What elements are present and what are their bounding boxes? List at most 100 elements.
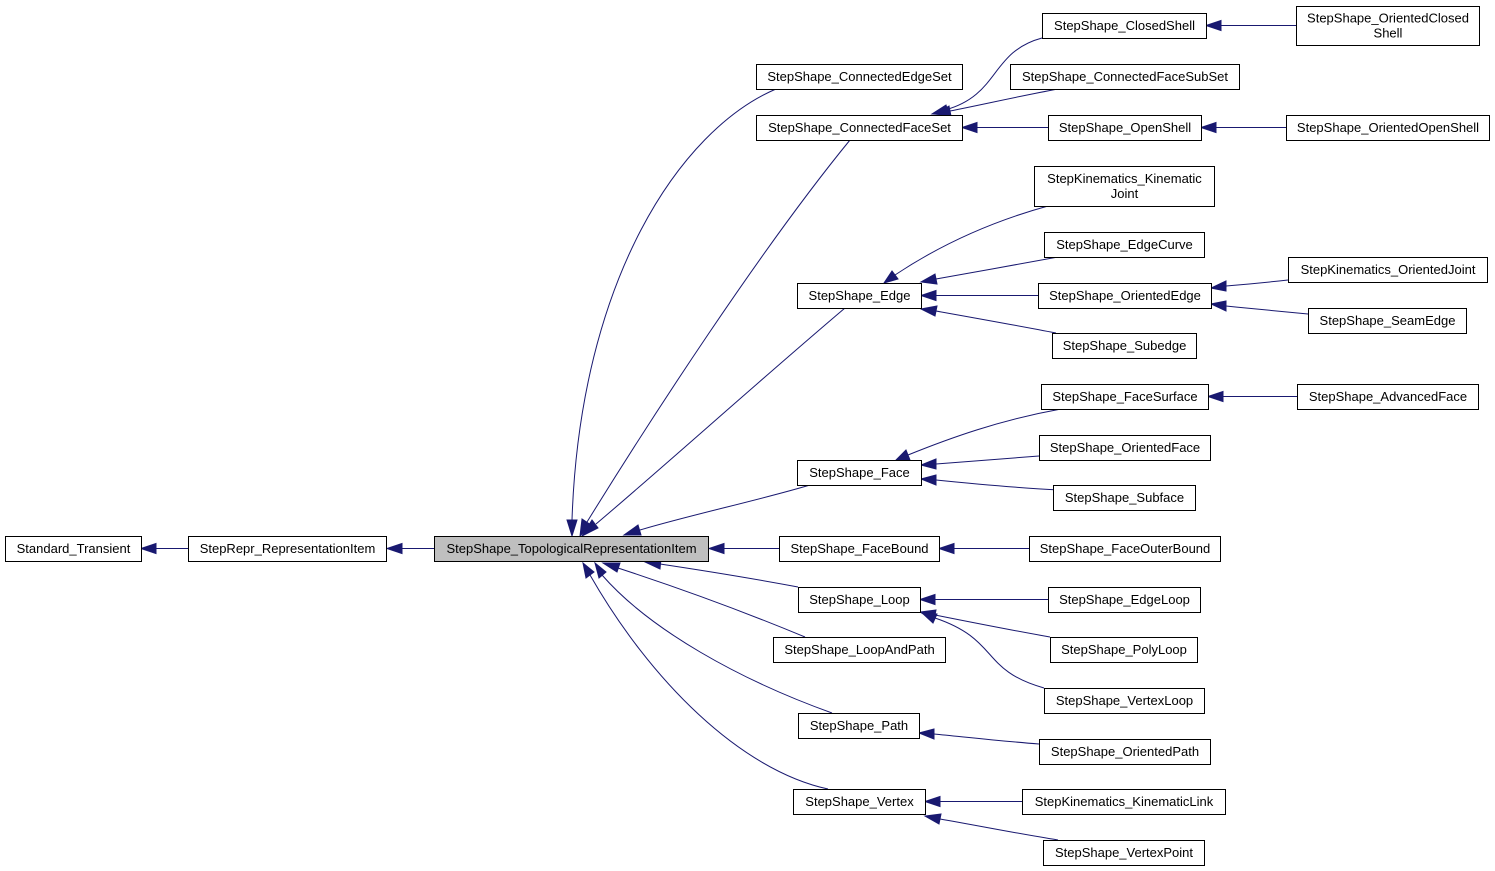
node-box[interactable] — [1297, 384, 1479, 410]
node-box[interactable] — [1039, 739, 1211, 765]
node-box[interactable] — [793, 789, 926, 815]
class-node-standard-transient[interactable]: Standard_Transient — [5, 536, 142, 562]
class-node-face[interactable]: StepShape_Face — [797, 460, 922, 486]
node-box[interactable] — [5, 536, 142, 562]
node-box[interactable] — [1010, 64, 1240, 90]
node-box[interactable] — [798, 713, 920, 739]
node-label: StepShape_ClosedShell — [1054, 18, 1195, 33]
node-box[interactable] — [434, 536, 709, 562]
node-box[interactable] — [1048, 587, 1201, 613]
class-node-oriented-edge[interactable]: StepShape_OrientedEdge — [1038, 283, 1212, 309]
node-label: StepShape_OrientedEdge — [1049, 288, 1201, 303]
node-box[interactable] — [1286, 115, 1490, 141]
node-box[interactable] — [1044, 688, 1205, 714]
class-node-loop-and-path[interactable]: StepShape_LoopAndPath — [773, 637, 946, 663]
class-node-kinematic-link[interactable]: StepKinematics_KinematicLink — [1022, 789, 1226, 815]
class-node-face-bound[interactable]: StepShape_FaceBound — [779, 536, 940, 562]
node-box[interactable] — [1048, 115, 1202, 141]
class-node-repr-item[interactable]: StepRepr_RepresentationItem — [188, 536, 387, 562]
class-node-loop[interactable]: StepShape_Loop — [798, 587, 921, 613]
class-node-seam-edge[interactable]: StepShape_SeamEdge — [1308, 308, 1467, 334]
class-node-oriented-path[interactable]: StepShape_OrientedPath — [1039, 739, 1211, 765]
class-node-topo-item[interactable]: StepShape_TopologicalRepresentationItem — [434, 536, 709, 562]
node-label: StepShape_TopologicalRepresentationItem — [446, 541, 696, 556]
class-node-edge-loop[interactable]: StepShape_EdgeLoop — [1048, 587, 1201, 613]
arrowhead-icon — [882, 270, 899, 284]
arrowhead-icon — [923, 813, 942, 825]
node-box[interactable] — [1044, 232, 1205, 258]
arrowhead-icon — [919, 458, 937, 470]
edge-line — [589, 574, 829, 790]
node-label: StepShape_ConnectedEdgeSet — [767, 69, 952, 84]
arrowhead-icon — [566, 519, 578, 538]
class-node-edge-curve[interactable]: StepShape_EdgeCurve — [1044, 232, 1205, 258]
edge-face-surface-to-face — [893, 408, 1062, 462]
node-box[interactable] — [1308, 308, 1467, 334]
node-box[interactable] — [188, 536, 387, 562]
class-node-connected-face-subset[interactable]: StepShape_ConnectedFaceSubSet — [1010, 64, 1240, 90]
node-box[interactable] — [1296, 6, 1480, 46]
node-label: StepShape_OrientedOpenShell — [1297, 120, 1479, 135]
class-node-vertex-point[interactable]: StepShape_VertexPoint — [1043, 840, 1205, 866]
node-box[interactable] — [1034, 166, 1215, 207]
class-node-closed-shell[interactable]: StepShape_ClosedShell — [1042, 13, 1207, 39]
node-box[interactable] — [1039, 435, 1211, 461]
class-node-edge[interactable]: StepShape_Edge — [797, 283, 922, 309]
node-box[interactable] — [1052, 333, 1197, 359]
node-box[interactable] — [1041, 384, 1209, 410]
node-box[interactable] — [756, 64, 963, 90]
class-node-advanced-face[interactable]: StepShape_AdvancedFace — [1297, 384, 1479, 410]
class-node-connected-edge-set[interactable]: StepShape_ConnectedEdgeSet — [756, 64, 963, 90]
arrowhead-icon — [1204, 19, 1222, 32]
edge-line — [935, 479, 1061, 491]
edge-line — [939, 818, 1059, 841]
class-node-vertex-loop[interactable]: StepShape_VertexLoop — [1044, 688, 1205, 714]
class-node-face-outer-bound[interactable]: StepShape_FaceOuterBound — [1029, 536, 1221, 562]
class-node-poly-loop[interactable]: StepShape_PolyLoop — [1050, 637, 1198, 663]
node-label: StepShape_OrientedPath — [1051, 744, 1199, 759]
edge-connected-face-set-to-topo-item — [579, 139, 851, 538]
class-node-oriented-face[interactable]: StepShape_OrientedFace — [1039, 435, 1211, 461]
class-node-subface[interactable]: StepShape_Subface — [1053, 485, 1196, 511]
node-label: StepShape_Subedge — [1063, 338, 1187, 353]
class-node-face-surface[interactable]: StepShape_FaceSurface — [1041, 384, 1209, 410]
node-label: StepShape_Edge — [809, 288, 911, 303]
node-box[interactable] — [1042, 13, 1207, 39]
node-box[interactable] — [1043, 840, 1205, 866]
edge-oriented-joint-to-oriented-edge — [1209, 279, 1289, 292]
edge-oriented-face-to-face — [919, 455, 1040, 470]
node-box[interactable] — [779, 536, 940, 562]
edges-layer — [139, 19, 1309, 841]
class-node-connected-face-set[interactable]: StepShape_ConnectedFaceSet — [756, 115, 963, 141]
class-node-vertex[interactable]: StepShape_Vertex — [793, 789, 926, 815]
edge-subface-to-face — [919, 474, 1061, 491]
node-label: Joint — [1111, 186, 1139, 201]
node-box[interactable] — [1050, 637, 1198, 663]
node-box[interactable] — [797, 283, 922, 309]
edge-line — [944, 37, 1043, 111]
edge-line — [894, 205, 1049, 276]
class-node-open-shell[interactable]: StepShape_OpenShell — [1048, 115, 1202, 141]
node-box[interactable] — [773, 637, 946, 663]
node-label: StepShape_PolyLoop — [1061, 642, 1187, 657]
class-node-path[interactable]: StepShape_Path — [798, 713, 920, 739]
node-box[interactable] — [798, 587, 921, 613]
node-label: StepShape_Vertex — [805, 794, 914, 809]
node-box[interactable] — [1022, 789, 1226, 815]
arrowhead-icon — [960, 121, 978, 134]
node-label: StepRepr_RepresentationItem — [200, 541, 376, 556]
node-box[interactable] — [1288, 257, 1488, 283]
edge-loop-and-path-to-topo-item — [601, 562, 806, 638]
node-box[interactable] — [1038, 283, 1212, 309]
node-box[interactable] — [1029, 536, 1221, 562]
class-node-oriented-joint[interactable]: StepKinematics_OrientedJoint — [1288, 257, 1488, 283]
node-box[interactable] — [797, 460, 922, 486]
edge-line — [935, 455, 1040, 465]
class-node-subedge[interactable]: StepShape_Subedge — [1052, 333, 1197, 359]
node-box[interactable] — [756, 115, 963, 141]
edge-poly-loop-to-loop — [918, 609, 1051, 638]
class-node-oriented-open-shell[interactable]: StepShape_OrientedOpenShell — [1286, 115, 1490, 141]
node-box[interactable] — [1053, 485, 1196, 511]
